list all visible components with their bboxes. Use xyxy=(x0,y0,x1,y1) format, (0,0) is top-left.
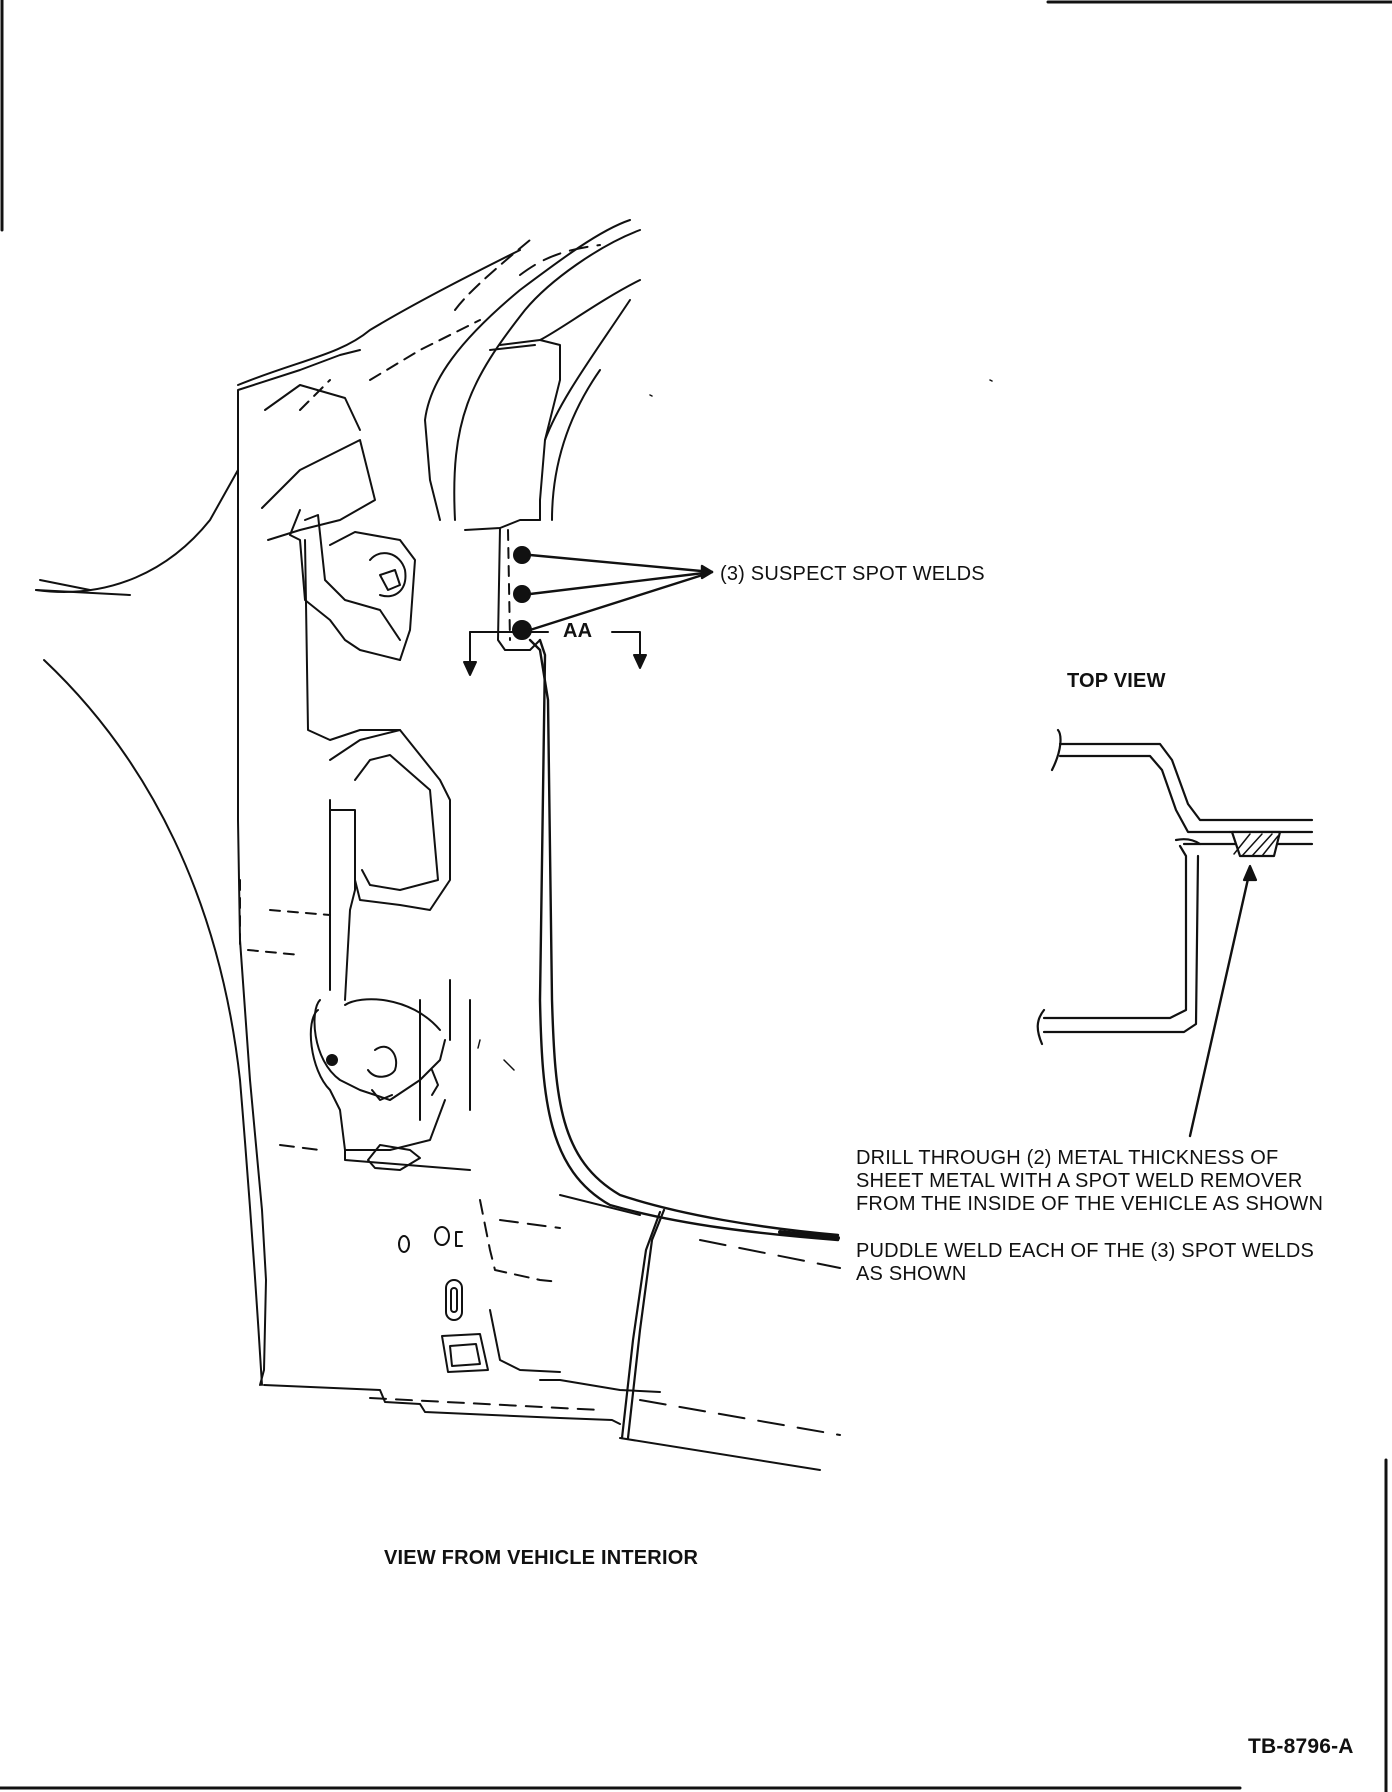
drill-note: DRILL THROUGH (2) METAL THICKNESS OF SHE… xyxy=(856,1147,1323,1216)
figure-code: TB-8796-A xyxy=(1248,1735,1354,1758)
puddle-weld-note: PUDDLE WELD EACH OF THE (3) SPOT WELDS A… xyxy=(856,1240,1314,1286)
stray-marks xyxy=(477,379,993,1071)
top-view-section xyxy=(1036,728,1314,1138)
section-marker-label: AA xyxy=(563,620,593,642)
puddle-note-line: PUDDLE WELD EACH OF THE (3) SPOT WELDS xyxy=(856,1240,1315,1262)
section-aa-marker xyxy=(463,631,647,676)
drill-note-line: FROM THE INSIDE OF THE VEHICLE AS SHOWN xyxy=(856,1193,1324,1215)
puddle-note-line: AS SHOWN xyxy=(856,1263,967,1285)
panel-holes xyxy=(398,1226,489,1373)
body-outline xyxy=(35,239,601,1386)
suspect-welds-label: (3) SUSPECT SPOT WELDS xyxy=(720,563,985,585)
door-opening xyxy=(424,219,841,1471)
suspect-weld-leaders xyxy=(528,553,714,632)
top-view-label: TOP VIEW xyxy=(1067,670,1166,692)
drill-note-line: DRILL THROUGH (2) METAL THICKNESS OF xyxy=(856,1147,1279,1169)
view-caption: VIEW FROM VEHICLE INTERIOR xyxy=(384,1547,699,1569)
drill-note-line: SHEET METAL WITH A SPOT WELD REMOVER xyxy=(856,1170,1303,1192)
pillar-inner-panel xyxy=(237,349,661,1425)
